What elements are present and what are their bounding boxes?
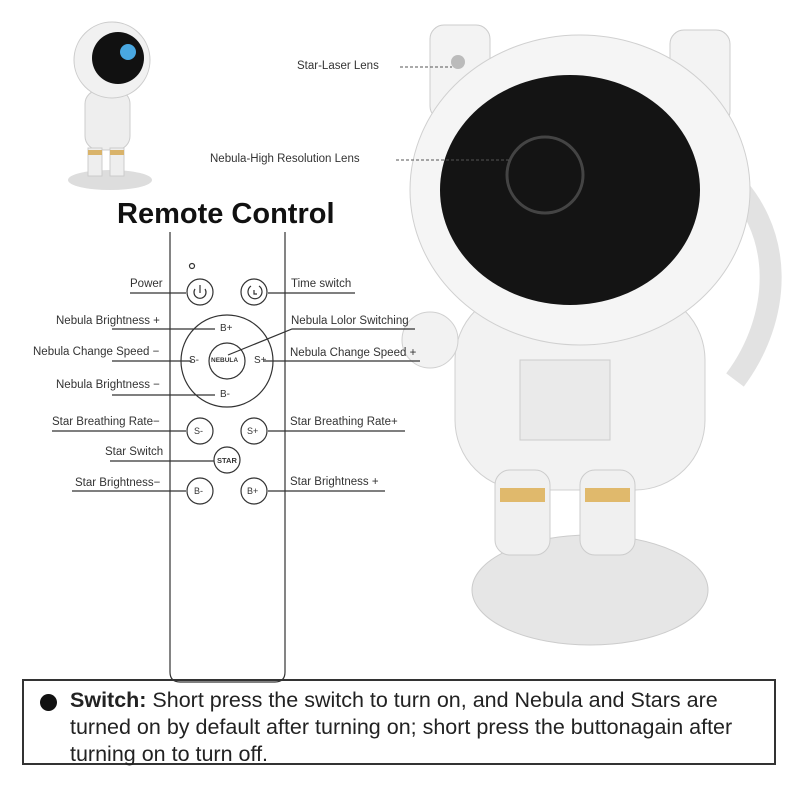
note-text: Short press the switch to turn on, and N… xyxy=(70,688,733,766)
nebula-lens-callout: Nebula-High Resolution Lens xyxy=(210,153,360,165)
button-star-breathing-plus: S+ xyxy=(247,426,259,436)
label-star-breathing-plus: Star Breathing Rate+ xyxy=(290,416,398,428)
label-star-breathing-minus: Star Breathing Rate− xyxy=(52,416,160,428)
label-nebula-brightness-minus: Nebula Brightness − xyxy=(56,379,160,391)
button-star-brightness-plus: B+ xyxy=(247,486,259,496)
star-laser-lens-callout: Star-Laser Lens xyxy=(297,60,379,72)
label-nebula-color-switching: Nebula Lolor Switching xyxy=(291,315,409,327)
switch-note: Switch: Short press the switch to turn o… xyxy=(22,679,776,766)
bullet-icon xyxy=(40,694,57,711)
label-nebula-speed-minus: Nebula Change Speed − xyxy=(33,346,160,358)
label-power: Power xyxy=(130,278,163,290)
button-nebula-speed-minus: S- xyxy=(189,355,199,366)
label-star-brightness-plus: Star Brightness + xyxy=(290,476,379,488)
note-heading: Switch: xyxy=(70,688,147,712)
small-astronaut-image xyxy=(68,21,152,190)
button-star: STAR xyxy=(217,456,237,465)
page-title: Remote Control xyxy=(117,198,335,230)
astronaut-projector-image xyxy=(401,24,782,646)
label-star-brightness-minus: Star Brightness− xyxy=(75,477,161,489)
button-nebula-brightness-minus: B- xyxy=(220,389,230,400)
label-time-switch: Time switch xyxy=(291,278,352,290)
label-nebula-brightness-plus: Nebula Brightness + xyxy=(56,315,160,327)
label-nebula-speed-plus: Nebula Change Speed + xyxy=(290,347,417,359)
remote-control-drawing xyxy=(52,232,420,683)
button-nebula: NEBULA xyxy=(211,357,239,364)
button-nebula-brightness-plus: B+ xyxy=(220,323,233,334)
label-star-switch: Star Switch xyxy=(105,446,164,458)
button-star-breathing-minus: S- xyxy=(194,426,203,436)
button-nebula-speed-plus: S+ xyxy=(254,355,267,366)
button-star-brightness-minus: B- xyxy=(194,486,203,496)
